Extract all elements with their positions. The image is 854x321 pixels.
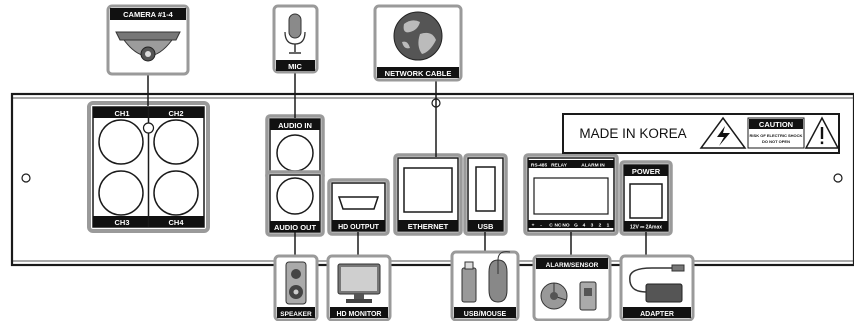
alarm-sensor-label: ALARM/SENSOR bbox=[546, 262, 599, 269]
power-block: POWER 12V ⎓ 2Amax bbox=[619, 160, 673, 236]
usb-port[interactable] bbox=[475, 166, 496, 212]
adapter-peripheral: ADAPTER bbox=[619, 254, 695, 321]
usb-mouse-icon bbox=[461, 251, 511, 303]
ethernet-block: ETHERNET bbox=[393, 153, 463, 236]
power-rating-label: 12V ⎓ 2Amax bbox=[630, 225, 662, 231]
alarm-rs485-label: RS-485 bbox=[531, 163, 548, 169]
audio-block: AUDIO IN AUDIO OUT bbox=[265, 114, 325, 237]
ch1-label: CH1 bbox=[114, 109, 129, 118]
hd-output-label: HD OUTPUT bbox=[338, 224, 380, 231]
audio-out-label: AUDIO OUT bbox=[274, 223, 317, 232]
caution-line-2: DO NOT OPEN bbox=[762, 139, 790, 144]
hd-output-block: HD OUTPUT bbox=[327, 178, 390, 236]
mic-peripheral: MIC bbox=[272, 4, 319, 74]
alarm-sensor-icon bbox=[540, 281, 597, 311]
caution-title: CAUTION bbox=[759, 120, 793, 129]
usb-mouse-peripheral: USB/MOUSE bbox=[450, 250, 520, 321]
camera-input-block: CH1 CH2 CH3 CH4 bbox=[87, 101, 210, 233]
hdmi-port[interactable] bbox=[337, 196, 380, 210]
screw-hole-right bbox=[833, 173, 843, 183]
alarm-pin-labels: + - C NC NO G 4 3 2 1 bbox=[532, 223, 610, 229]
alarm-relay-label: RELAY bbox=[551, 163, 568, 169]
audio-in-port[interactable] bbox=[276, 134, 314, 172]
svg-text:+: + bbox=[532, 224, 535, 229]
svg-text:C: C bbox=[549, 223, 553, 229]
svg-text:3: 3 bbox=[591, 223, 594, 229]
mic-label: MIC bbox=[288, 62, 302, 71]
svg-text:G: G bbox=[574, 223, 578, 229]
audio-in-label: AUDIO IN bbox=[278, 121, 312, 130]
speaker-peripheral: SPEAKER bbox=[273, 254, 319, 321]
ch4-label: CH4 bbox=[168, 218, 184, 227]
audio-out-port[interactable] bbox=[276, 177, 314, 215]
alarm-terminal-block: RS-485 RELAY ALARM IN + - C NC NO G 4 3 … bbox=[523, 153, 619, 236]
speaker-label: SPEAKER bbox=[280, 311, 312, 318]
power-label: POWER bbox=[632, 167, 661, 176]
power-port[interactable] bbox=[629, 183, 663, 219]
hd-monitor-peripheral: HD MONITOR bbox=[326, 254, 392, 321]
svg-text:2: 2 bbox=[599, 223, 602, 229]
ethernet-port[interactable] bbox=[403, 167, 453, 213]
usb-label: USB bbox=[478, 222, 494, 231]
usb-block: USB bbox=[463, 153, 508, 236]
exclamation-warning-icon bbox=[804, 116, 840, 149]
screw-hole-left bbox=[21, 173, 31, 183]
ch3-label: CH3 bbox=[114, 218, 129, 227]
usb-mouse-label: USB/MOUSE bbox=[464, 311, 507, 318]
ch4-bnc-port[interactable] bbox=[153, 170, 199, 216]
network-cable-label: NETWORK CABLE bbox=[385, 69, 452, 78]
hd-monitor-label: HD MONITOR bbox=[337, 311, 382, 318]
network-peripheral: NETWORK CABLE bbox=[373, 4, 463, 82]
speaker-icon bbox=[285, 261, 307, 305]
globe-icon bbox=[393, 11, 443, 61]
caution-line-1: RISK OF ELECTRIC SHOCK bbox=[750, 133, 803, 138]
camera-peripheral: CAMERA #1-4 bbox=[106, 4, 190, 76]
adapter-label: ADAPTER bbox=[640, 311, 674, 318]
power-adapter-icon bbox=[629, 264, 685, 303]
ch1-bnc-port[interactable] bbox=[98, 119, 144, 165]
svg-text:4: 4 bbox=[583, 223, 586, 229]
microphone-icon bbox=[284, 13, 306, 54]
camera-label: CAMERA #1-4 bbox=[123, 10, 174, 19]
ch2-bnc-port[interactable] bbox=[153, 119, 199, 165]
dome-camera-icon bbox=[115, 31, 181, 62]
alarm-in-label: ALARM IN bbox=[581, 163, 605, 169]
svg-text:NO: NO bbox=[562, 223, 569, 229]
svg-text:-: - bbox=[540, 224, 542, 229]
ethernet-label: ETHERNET bbox=[408, 222, 449, 231]
alarm-terminal-connector[interactable] bbox=[533, 177, 609, 215]
ch2-label: CH2 bbox=[168, 109, 183, 118]
electric-shock-warning-icon bbox=[699, 116, 747, 149]
monitor-icon bbox=[337, 263, 381, 303]
alarm-sensor-peripheral: ALARM/SENSOR bbox=[532, 254, 612, 321]
svg-text:1: 1 bbox=[607, 223, 610, 229]
made-in-korea-text: MADE IN KOREA bbox=[579, 126, 686, 141]
made-in-korea-label: MADE IN KOREA CAUTION RISK OF ELECTRIC S… bbox=[562, 113, 840, 154]
ch3-bnc-port[interactable] bbox=[98, 170, 144, 216]
svg-text:NC: NC bbox=[555, 223, 562, 229]
